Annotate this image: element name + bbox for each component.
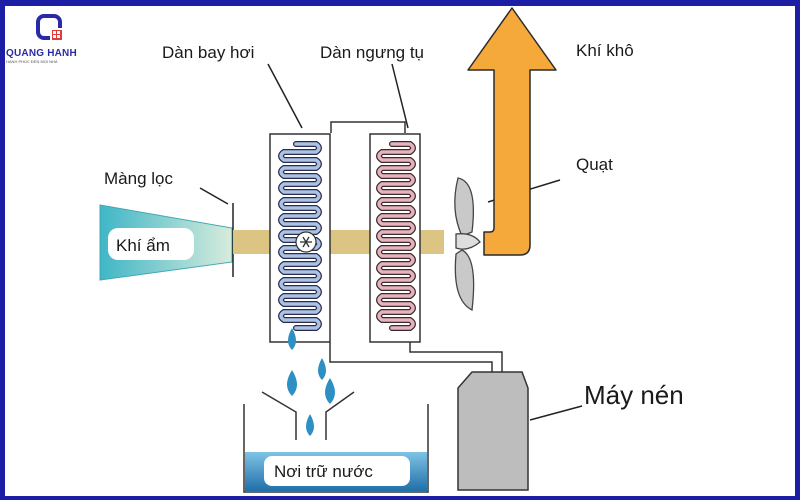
water-drop-icon xyxy=(287,370,297,396)
dry-air-arrow xyxy=(467,7,557,256)
compressor-pipe-inner xyxy=(409,342,503,372)
water-drops xyxy=(287,328,335,436)
water-drop-icon xyxy=(318,358,326,380)
funnel-left xyxy=(261,391,297,440)
water-drop-icon xyxy=(288,328,296,350)
snowflake-glyph-icon xyxy=(300,236,312,248)
water-tank-label: Nơi trữ nước xyxy=(274,462,373,481)
evaporator-leader-line xyxy=(267,63,303,129)
dry-air-label: Khí khô xyxy=(576,41,634,60)
condenser-label: Dàn ngưng tụ xyxy=(320,43,424,62)
fan-icon xyxy=(454,177,481,311)
fan-label: Quạt xyxy=(576,155,613,174)
water-drop-icon xyxy=(306,414,314,436)
condenser-leader-line xyxy=(391,63,409,129)
air-flow-duct-2 xyxy=(330,230,372,254)
condenser-coil-fill xyxy=(377,142,415,330)
humid-air-label: Khí ẩm xyxy=(116,236,170,255)
compressor-body xyxy=(457,371,529,491)
top-connecting-pipe xyxy=(330,121,406,133)
air-flow-duct-1 xyxy=(233,230,273,254)
water-tank-label-box xyxy=(264,456,410,486)
water-drop-icon xyxy=(325,378,335,404)
compressor-leader-line xyxy=(529,405,583,421)
air-flow-duct-3 xyxy=(420,230,444,254)
humid-air-label-box xyxy=(108,228,194,260)
logo-name: QUANG HANH xyxy=(6,48,77,59)
compressor-label: Máy nén xyxy=(584,380,684,410)
filter-leader-line xyxy=(199,187,229,205)
logo-mark-icon xyxy=(36,14,62,40)
evaporator-label: Dàn bay hơi xyxy=(162,43,254,62)
funnel-right xyxy=(325,391,355,440)
evaporator-coil-fill xyxy=(279,142,321,330)
filter-label: Màng lọc xyxy=(104,169,173,188)
water-tank-walls xyxy=(243,404,429,493)
quang-hanh-logo: QUANG HANH HẠNH PHÚC ĐẾN MỌI NHÀ xyxy=(6,14,102,64)
compressor-pipe-outer xyxy=(329,342,493,372)
logo-tagline: HẠNH PHÚC ĐẾN MỌI NHÀ xyxy=(6,59,58,64)
